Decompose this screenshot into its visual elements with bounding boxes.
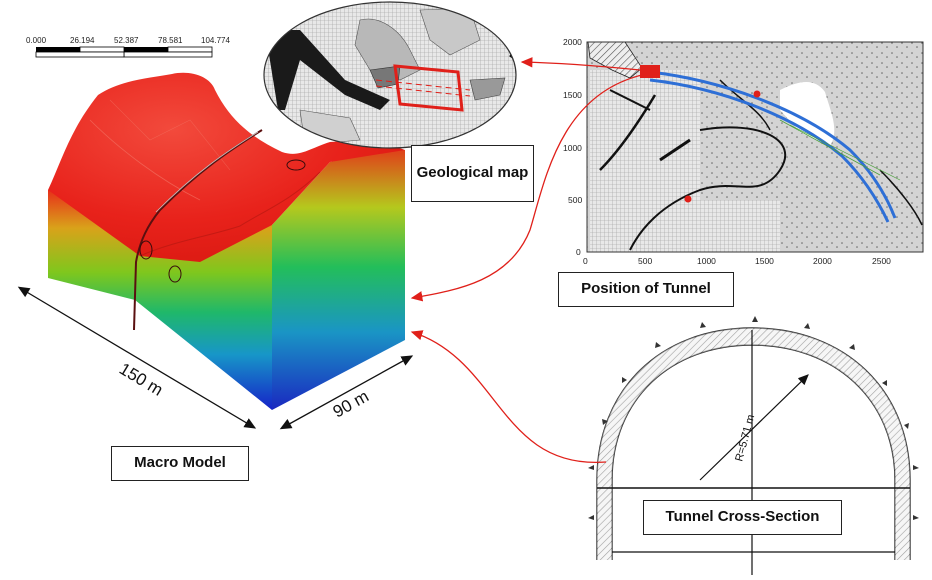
macro-model-label: Macro Model [111,446,249,481]
radius-label: R=5.71 m [733,413,757,462]
y-tick-label: 1500 [563,90,582,100]
x-tick-label: 500 [638,256,652,266]
model-side-face [272,150,405,410]
x-tick-label: 0 [583,256,588,266]
scale-tick: 52.387 [114,36,139,45]
position-of-tunnel-label: Position of Tunnel [558,272,734,307]
geological-map-inset [263,1,517,149]
x-tick-label: 1000 [697,256,716,266]
model-top-surface [48,72,405,262]
tunnel-cross-section: R=5.71 m [588,316,919,575]
length-dimension-arrow [17,286,257,429]
tunnel-trace [133,129,263,331]
width-dimension-label: 90 m [330,387,372,422]
y-tick-label: 500 [568,195,582,205]
y-tick-label: 2000 [563,37,582,47]
connector-arrows [410,57,643,463]
tunnel-position-plot: 2000 1500 1000 500 0 0 500 1000 1500 200… [563,37,924,266]
scale-bar: 0.000 26.194 52.387 78.581 104.774 [26,36,230,58]
scale-tick: 0.000 [26,36,47,45]
y-tick-label: 1000 [563,143,582,153]
length-dimension-label: 150 m [116,359,166,400]
x-tick-label: 2500 [872,256,891,266]
scale-tick: 78.581 [158,36,183,45]
width-dimension-arrow [279,355,414,430]
y-tick-label: 0 [576,247,581,257]
scale-tick: 104.774 [201,36,230,45]
scale-tick: 26.194 [70,36,95,45]
x-tick-label: 1500 [755,256,774,266]
x-tick-label: 2000 [813,256,832,266]
tunnel-cross-section-label: Tunnel Cross-Section [643,500,842,535]
geological-map-label: Geological map [411,145,534,202]
